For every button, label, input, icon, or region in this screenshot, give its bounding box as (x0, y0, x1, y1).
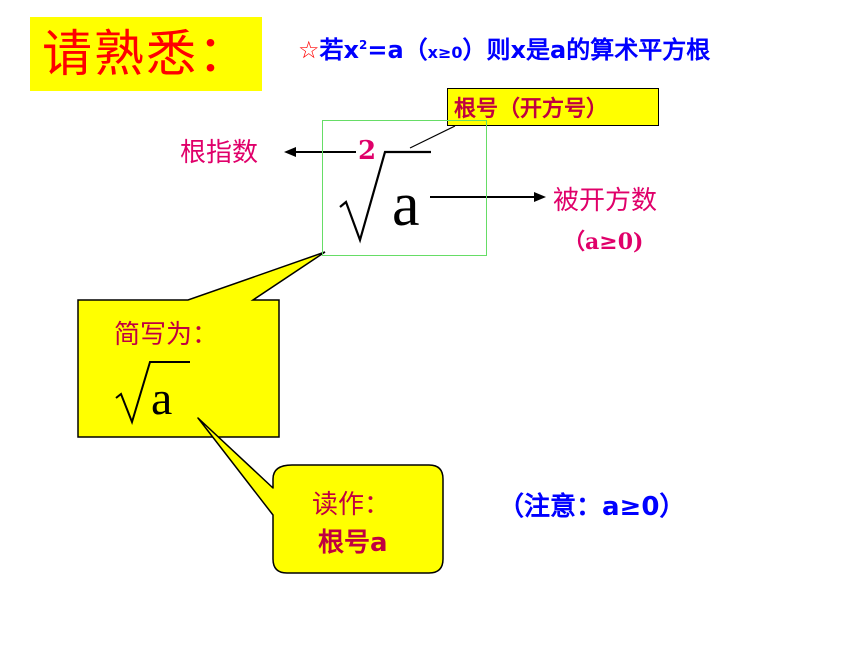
simplified-symbol: a (151, 372, 173, 425)
main-radical-sign (339, 150, 431, 244)
reading-callout-shape (197, 417, 444, 574)
simplified-radical-sign (115, 361, 190, 426)
title-text: 请熟悉： (42, 25, 250, 83)
note-text: （注意：a≥0） (498, 492, 686, 522)
definition-condition: x≥0 (427, 43, 463, 62)
radical-sign-label: 根号（开方号） (447, 88, 659, 126)
definition-part-2: =a（ (367, 36, 428, 64)
reading-label: 读作： (312, 490, 391, 520)
simplified-heading: 简写为： (114, 320, 219, 350)
definition-part-3: ）则x是a的算术平方根 (462, 36, 711, 64)
simplified-callout-shape (77, 251, 326, 438)
reading-text: 根号a (318, 528, 388, 558)
title-banner: 请熟悉： (30, 17, 262, 91)
definition-text: ☆若x2=a（x≥0）则x是a的算术平方根 (298, 38, 710, 62)
radical-label-pointer (409, 125, 456, 149)
definition-part-1: 若x (319, 36, 359, 64)
radical-frame (322, 120, 487, 256)
radicand-arrow-head (534, 192, 546, 202)
index-arrow-head (284, 147, 296, 157)
radicand-symbol: a (392, 171, 420, 239)
radicand-label: 被开方数 (553, 186, 658, 216)
radicand-condition: （a≥0) (563, 229, 644, 255)
index-value: 2 (358, 136, 377, 166)
index-label: 根指数 (180, 138, 259, 168)
star-icon: ☆ (298, 36, 320, 64)
definition-superscript: 2 (359, 38, 368, 52)
